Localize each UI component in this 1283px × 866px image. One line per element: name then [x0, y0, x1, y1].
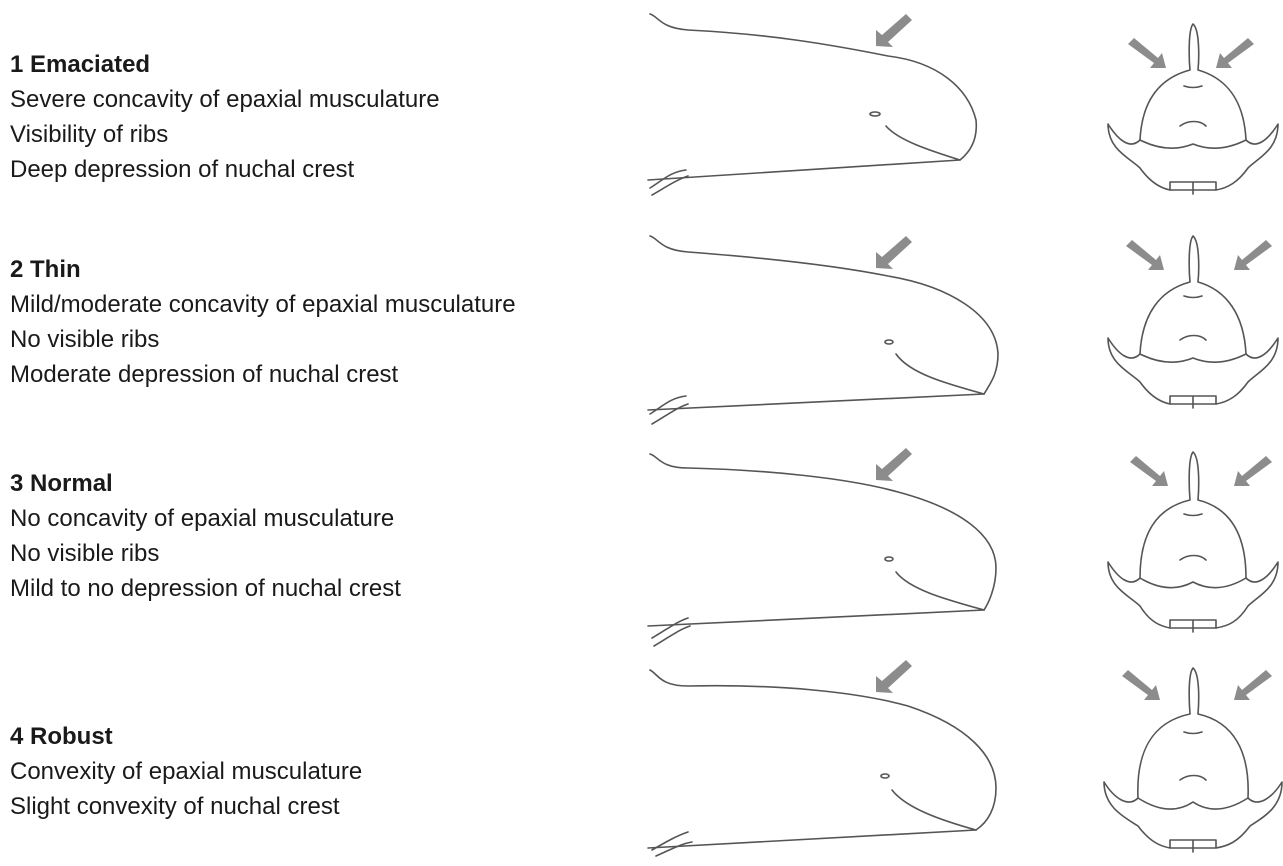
- score-criterion: Mild to no depression of nuchal crest: [10, 571, 401, 606]
- dolphin-side-view-icon: [648, 224, 1008, 438]
- dolphin-front-view-icon: [1100, 224, 1283, 438]
- dolphin-side-view-icon: [648, 0, 1008, 214]
- dolphin-front-view-icon: [1100, 652, 1283, 866]
- score-row-4: 4 Robust Convexity of epaxial musculatur…: [0, 642, 1283, 856]
- score-criterion: Deep depression of nuchal crest: [10, 152, 440, 187]
- score-criterion: Slight convexity of nuchal crest: [10, 789, 362, 824]
- score-criterion: No concavity of epaxial musculature: [10, 501, 401, 536]
- score-criterion: Visibility of ribs: [10, 117, 440, 152]
- score-criterion: No visible ribs: [10, 536, 401, 571]
- arrow-icon: [1216, 38, 1254, 68]
- score-criterion: Mild/moderate concavity of epaxial muscu…: [10, 287, 516, 322]
- score-criterion: No visible ribs: [10, 322, 516, 357]
- score-description-4: 4 Robust Convexity of epaxial musculatur…: [10, 719, 362, 824]
- score-description-3: 3 Normal No concavity of epaxial muscula…: [10, 466, 401, 606]
- score-row-1: 1 Emaciated Severe concavity of epaxial …: [0, 0, 1283, 214]
- arrow-icon: [876, 660, 912, 693]
- score-description-2: 2 Thin Mild/moderate concavity of epaxia…: [10, 252, 516, 392]
- dolphin-front-view-icon: [1100, 438, 1283, 652]
- arrow-icon: [1128, 38, 1166, 68]
- dolphin-side-view-icon: [648, 438, 1008, 652]
- arrow-icon: [1126, 240, 1164, 270]
- arrow-icon: [876, 14, 912, 47]
- arrow-icon: [876, 236, 912, 269]
- score-criterion: Convexity of epaxial musculature: [10, 754, 362, 789]
- arrow-icon: [1130, 456, 1168, 486]
- score-description-1: 1 Emaciated Severe concavity of epaxial …: [10, 47, 440, 187]
- score-row-3: 3 Normal No concavity of epaxial muscula…: [0, 428, 1283, 642]
- arrow-icon: [1234, 670, 1272, 700]
- score-title: 4 Robust: [10, 719, 362, 754]
- score-criterion: Moderate depression of nuchal crest: [10, 357, 516, 392]
- arrow-icon: [1234, 456, 1272, 486]
- arrow-icon: [1234, 240, 1272, 270]
- score-title: 3 Normal: [10, 466, 401, 501]
- dolphin-front-view-icon: [1100, 0, 1283, 214]
- arrow-icon: [1122, 670, 1160, 700]
- arrow-icon: [876, 448, 912, 481]
- dolphin-side-view-icon: [648, 652, 1008, 866]
- score-title: 2 Thin: [10, 252, 516, 287]
- score-title: 1 Emaciated: [10, 47, 440, 82]
- score-row-2: 2 Thin Mild/moderate concavity of epaxia…: [0, 214, 1283, 428]
- score-criterion: Severe concavity of epaxial musculature: [10, 82, 440, 117]
